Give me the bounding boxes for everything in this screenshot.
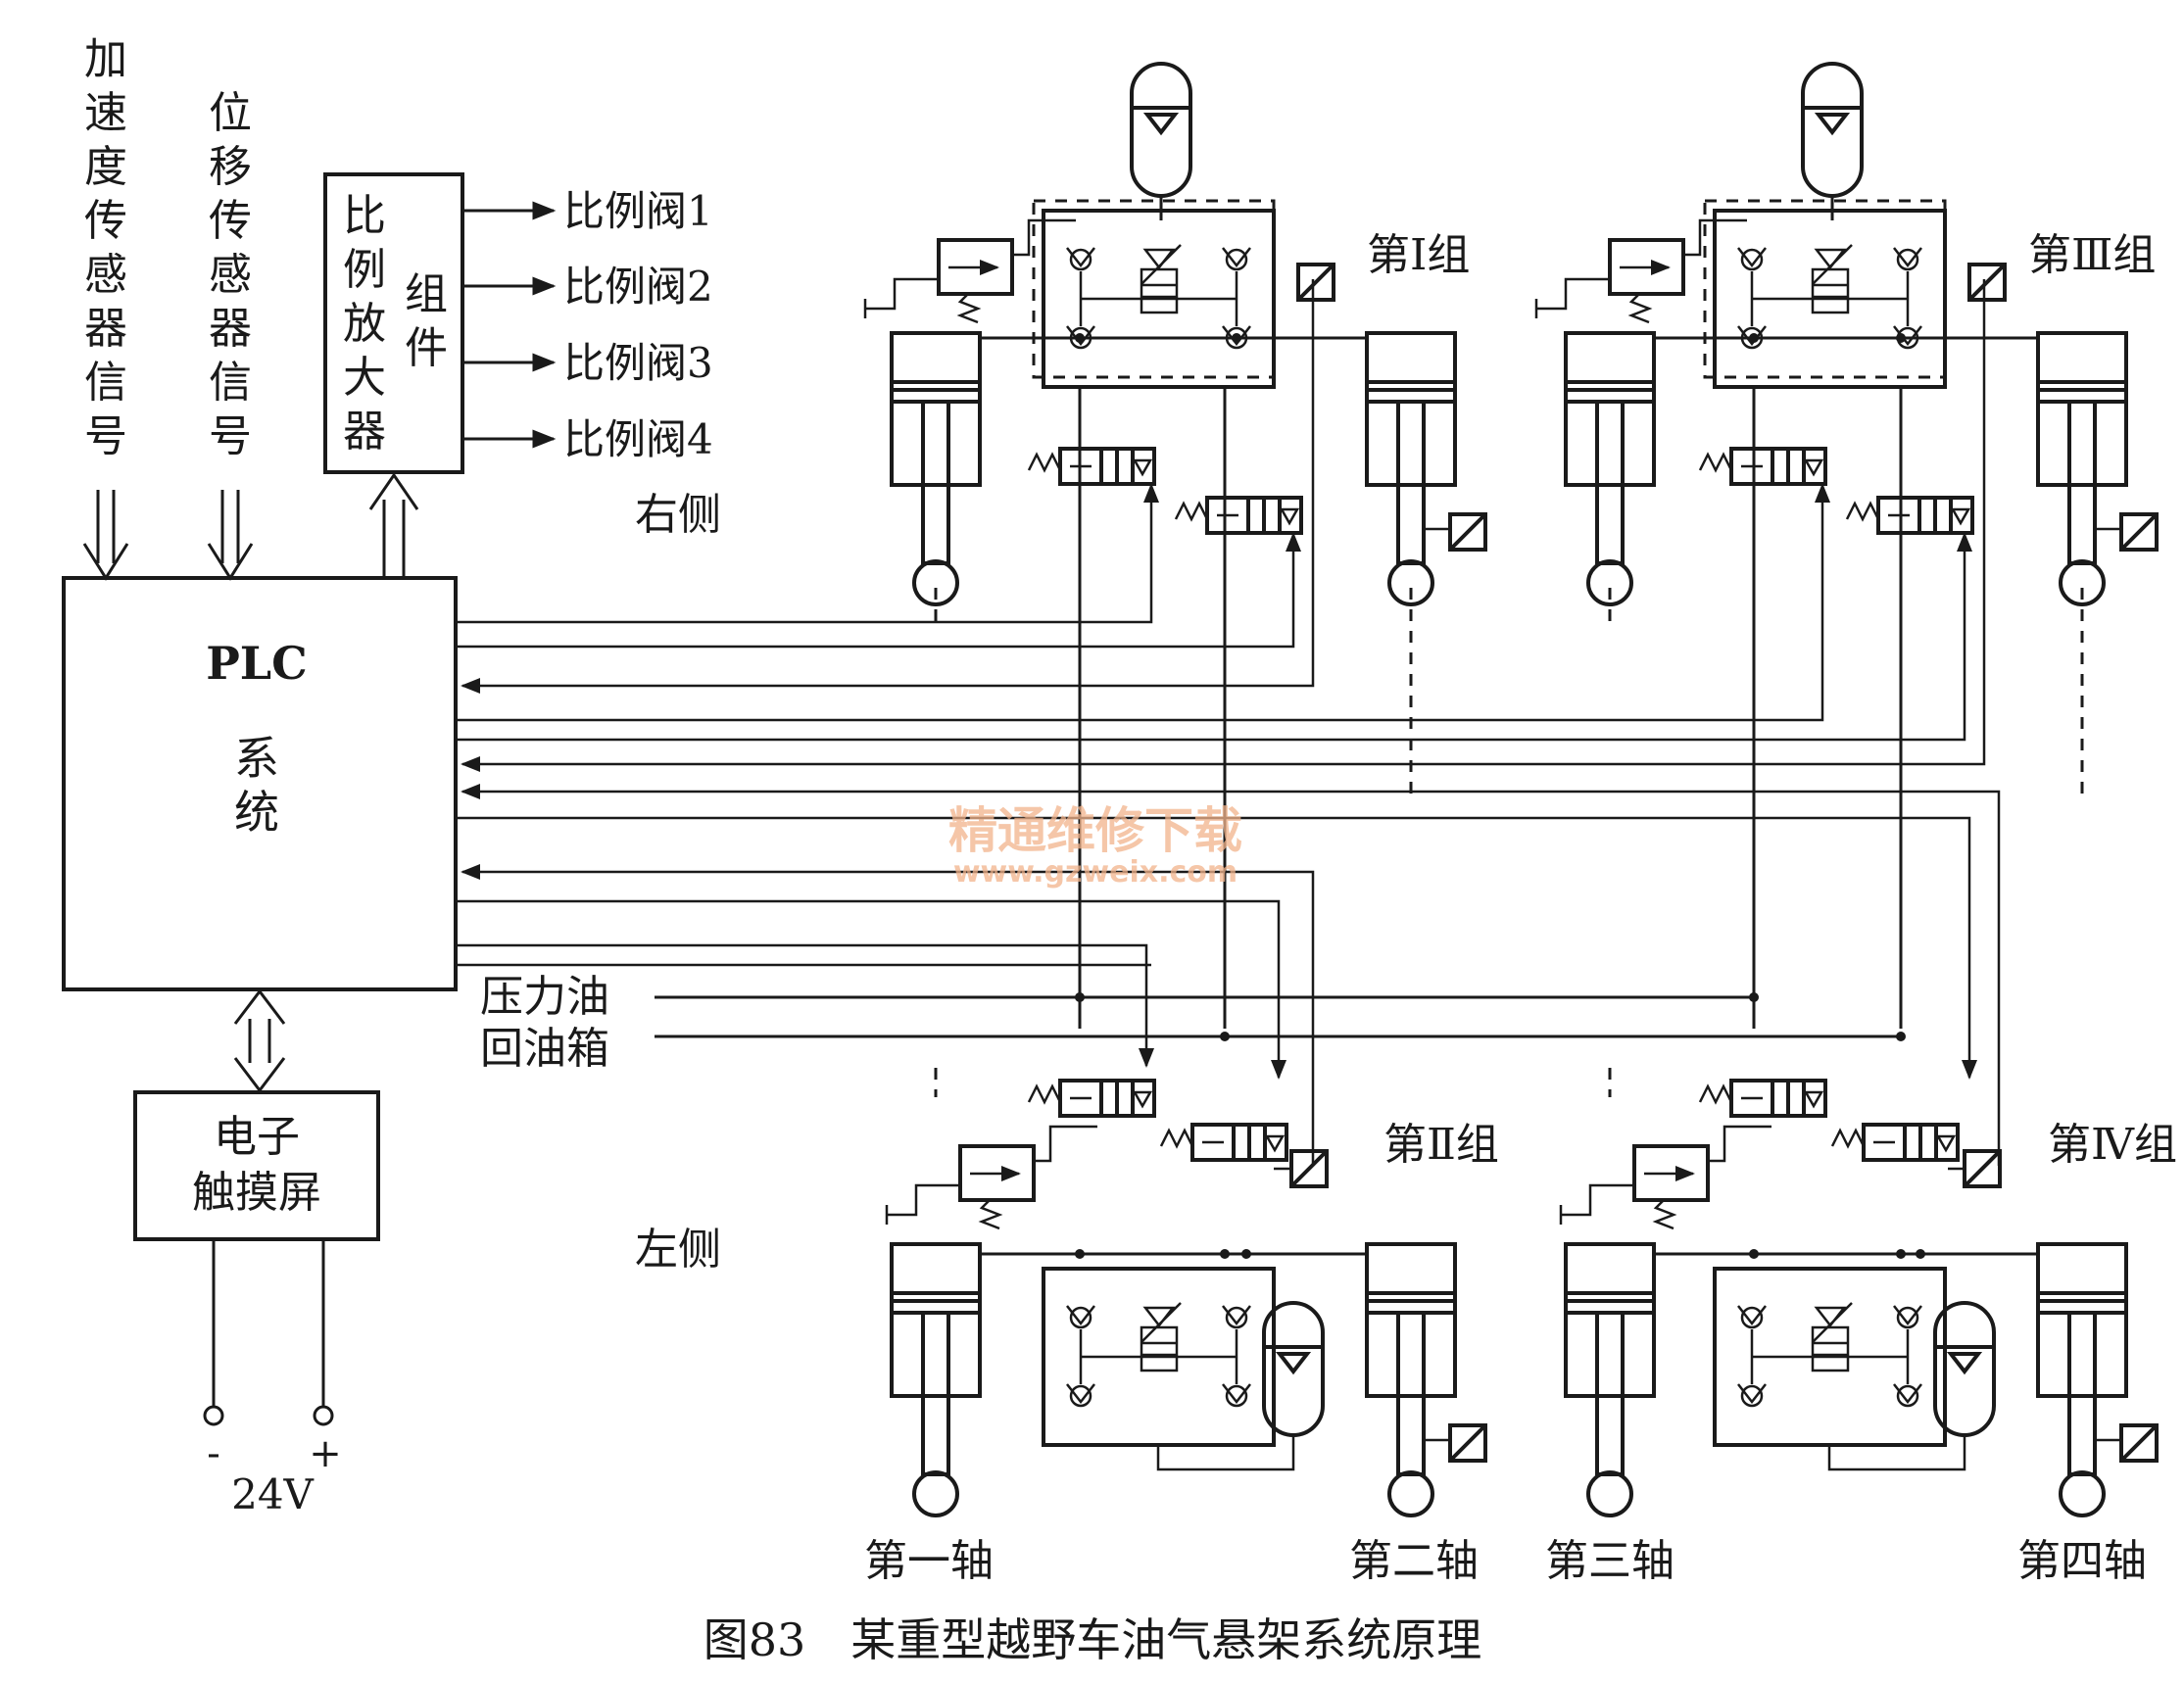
svg-text:加: 加 bbox=[84, 34, 127, 84]
svg-text:感: 感 bbox=[84, 250, 127, 300]
watermark-url: www.gzweix.com bbox=[953, 855, 1238, 890]
svg-text:信: 信 bbox=[209, 358, 252, 408]
svg-text:信: 信 bbox=[84, 358, 127, 408]
group-4-label: 第Ⅳ组 bbox=[2048, 1120, 2177, 1170]
svg-text:统: 统 bbox=[234, 786, 279, 839]
svg-text:位: 位 bbox=[209, 88, 252, 138]
side-left-label: 左侧 bbox=[635, 1225, 721, 1275]
svg-text:系: 系 bbox=[234, 732, 279, 785]
return-oil-label: 回油箱 bbox=[480, 1024, 609, 1074]
svg-text:大: 大 bbox=[343, 353, 386, 403]
axle-4-label: 第四轴 bbox=[2017, 1536, 2147, 1586]
valve-output-2: 比例阀2 bbox=[563, 263, 713, 311]
amplifier-box bbox=[323, 172, 464, 474]
svg-text:组: 组 bbox=[405, 269, 448, 319]
accel-signal-label: 加 速 度 传 感 器 信 号 bbox=[84, 34, 127, 461]
valve-output-arrows bbox=[462, 201, 557, 449]
svg-text:号: 号 bbox=[209, 411, 252, 461]
pressure-oil-label: 压力油 bbox=[480, 972, 609, 1022]
power-terminals bbox=[203, 1239, 334, 1426]
valve-output-1: 比例阀1 bbox=[563, 187, 713, 235]
group-3-label: 第Ⅲ组 bbox=[2028, 230, 2156, 280]
svg-text:号: 号 bbox=[84, 411, 127, 461]
power-minus: - bbox=[207, 1431, 220, 1476]
svg-text:件: 件 bbox=[405, 323, 448, 373]
valve-output-3: 比例阀3 bbox=[563, 339, 713, 387]
group-2-label: 第Ⅱ组 bbox=[1383, 1120, 1499, 1170]
disp-signal-label: 位 移 传 感 器 信 号 bbox=[209, 88, 252, 461]
group-1-label: 第Ⅰ组 bbox=[1367, 230, 1470, 280]
svg-text:传: 传 bbox=[209, 196, 252, 246]
watermark-title: 精通维修下载 bbox=[948, 802, 1242, 859]
oil-lines bbox=[655, 992, 1906, 1041]
figure-caption: 图83 某重型越野车油气悬架系统原理 bbox=[704, 1613, 1482, 1666]
svg-text:比: 比 bbox=[343, 191, 386, 241]
svg-text:放: 放 bbox=[343, 299, 386, 349]
touchscreen-line1: 电子 bbox=[214, 1112, 300, 1162]
svg-text:度: 度 bbox=[84, 142, 127, 192]
valve-output-4: 比例阀4 bbox=[563, 415, 713, 463]
axle-2-label: 第二轴 bbox=[1349, 1536, 1479, 1586]
axle-1-label: 第一轴 bbox=[864, 1536, 994, 1586]
svg-text:感: 感 bbox=[209, 250, 252, 300]
group-4 bbox=[1561, 1068, 2159, 1517]
svg-text:器: 器 bbox=[84, 304, 127, 354]
group-2 bbox=[887, 1068, 1487, 1517]
plc-signal-bus bbox=[456, 279, 2001, 1166]
svg-text:器: 器 bbox=[343, 407, 386, 457]
axle-3-label: 第三轴 bbox=[1545, 1536, 1674, 1586]
power-voltage: 24V bbox=[231, 1470, 314, 1518]
plc-touch-arrow bbox=[233, 988, 286, 1093]
plc-title: PLC bbox=[206, 637, 308, 690]
svg-text:移: 移 bbox=[209, 142, 252, 192]
amplifier-label: 比 例 放 大 器 组 件 bbox=[343, 191, 448, 457]
plc-amp-arrow bbox=[368, 472, 419, 578]
touchscreen-line2: 触摸屏 bbox=[192, 1168, 321, 1218]
power-plus: + bbox=[309, 1431, 342, 1476]
svg-text:传: 传 bbox=[84, 196, 127, 246]
group-1 bbox=[865, 62, 1487, 1029]
signal-arrows bbox=[82, 490, 254, 581]
svg-text:器: 器 bbox=[209, 304, 252, 354]
group-3 bbox=[1536, 62, 2159, 1029]
touchscreen-box bbox=[133, 1090, 380, 1241]
plc-subtitle: 系 统 bbox=[234, 732, 279, 839]
svg-text:速: 速 bbox=[84, 88, 127, 138]
side-right-label: 右侧 bbox=[635, 490, 721, 540]
svg-text:例: 例 bbox=[343, 245, 386, 295]
